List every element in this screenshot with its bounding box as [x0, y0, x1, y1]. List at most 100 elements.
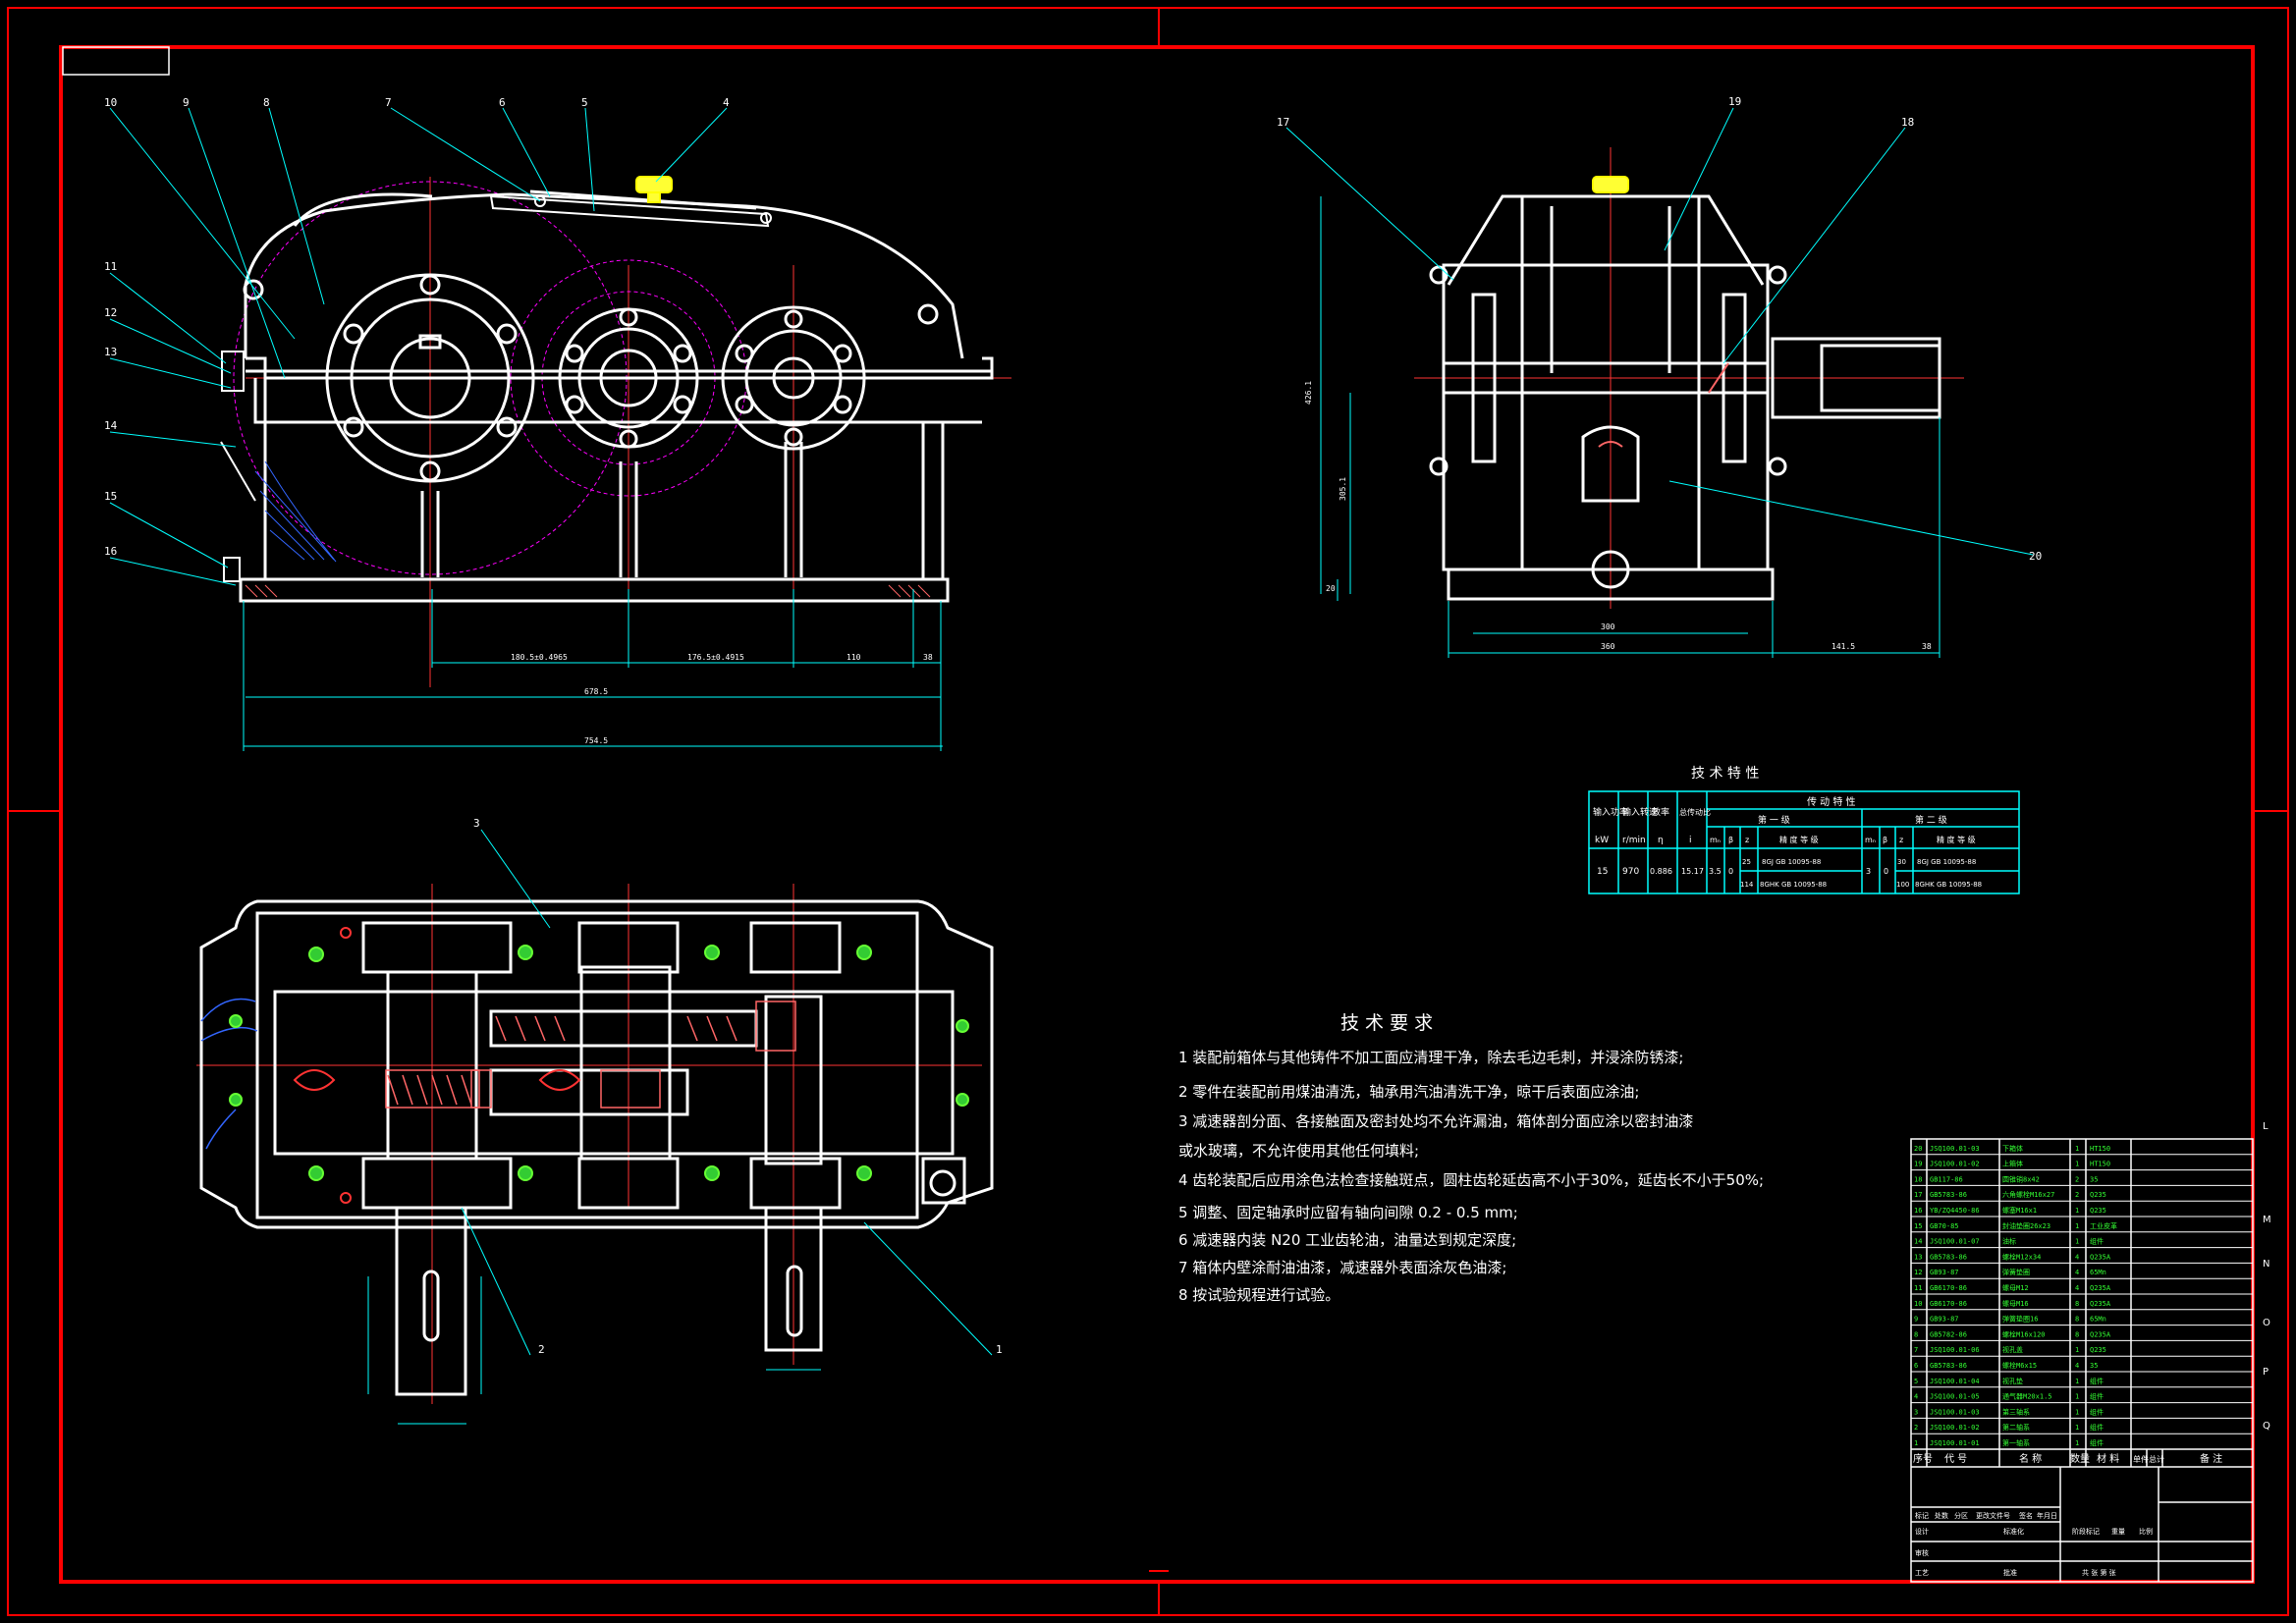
- bom-cell: 组件: [2090, 1392, 2104, 1401]
- bom-cell: 螺栓M6x15: [2002, 1361, 2037, 1370]
- bom-cell: GB5783-86: [1930, 1191, 1967, 1199]
- part-label: 7: [385, 96, 392, 109]
- part-label: 9: [183, 96, 190, 109]
- dimension-text: 38: [923, 653, 933, 662]
- bom-cell: 组件: [2090, 1423, 2104, 1432]
- front-view-part-labels: 10 9 8 7 6 5 4 11 12 13 14 15 16: [104, 96, 730, 558]
- part-label: 20: [2029, 550, 2042, 563]
- bom-cell: 4: [2075, 1253, 2079, 1261]
- bom-cell: 组件: [2090, 1237, 2104, 1246]
- bom-cell: 8: [1914, 1330, 1918, 1338]
- spec-subheader: z: [1899, 836, 1903, 844]
- spec-subheader: z: [1745, 836, 1749, 844]
- bom-cell: 1: [2075, 1161, 2079, 1168]
- spec-value: 0: [1728, 867, 1733, 876]
- bom-cell: 1: [2075, 1424, 2079, 1432]
- part-label: 5: [581, 96, 588, 109]
- zone-mark: Q: [2263, 1421, 2270, 1432]
- tech-req-item: 2 零件在装配前用煤油清洗，轴承用汽油清洗干净，晾干后表面应涂油;: [1178, 1083, 1639, 1101]
- bom-cell: 下箱体: [2002, 1144, 2023, 1153]
- bom-header-cell: 材 料: [2097, 1452, 2119, 1465]
- spec-header: 总传动比: [1679, 807, 1711, 817]
- bom-cell: 组件: [2090, 1438, 2104, 1447]
- bom-cell: 油标: [2002, 1237, 2016, 1246]
- spec-value: 8GHK GB 10095-88: [1760, 881, 1827, 889]
- side-view-dimensions: 426.1 305.1 20 300 360 141.5 38: [1304, 381, 1932, 651]
- spec-unit: η: [1658, 836, 1664, 845]
- corner-stamp-box: [62, 46, 170, 76]
- bom-cell: 上箱体: [2002, 1160, 2023, 1168]
- spec-header: 输入转速: [1622, 806, 1658, 818]
- bom-cell: GB70-85: [1930, 1222, 1959, 1230]
- bom-cell: 11: [1914, 1284, 1922, 1292]
- tech-req-item: 4 齿轮装配后应用涂色法检查接触斑点，圆柱齿轮延齿高不小于30%，延齿长不小于5…: [1178, 1171, 1764, 1189]
- bom-cell: 1: [1914, 1439, 1918, 1447]
- part-label: 12: [104, 306, 117, 319]
- spec-value: 3: [1866, 867, 1871, 876]
- bom-cell: GB117-86: [1930, 1175, 1963, 1183]
- bom-cell: Q235A: [2090, 1284, 2111, 1292]
- bom-cell: 1: [2075, 1222, 2079, 1230]
- spec-value: 970: [1622, 867, 1639, 877]
- bom-header: 序号 代 号 名 称 数量 材 料 单件 总计 备 注: [1913, 1452, 2222, 1465]
- spec-value: 25: [1742, 858, 1751, 866]
- bom-cell: GB5783-86: [1930, 1362, 1967, 1370]
- bom-cell: 65Mn: [2090, 1269, 2106, 1276]
- bom-cell: GB5782-86: [1930, 1330, 1967, 1338]
- bom-cell: 1: [2075, 1207, 2079, 1215]
- spec-header: 输入功率: [1593, 806, 1628, 818]
- side-view-part-labels: 17 19 18 20: [1277, 95, 2042, 563]
- part-label: 6: [499, 96, 506, 109]
- part-label: 11: [104, 260, 117, 273]
- spec-value: 100: [1896, 881, 1909, 889]
- bom-cell: Q235A: [2090, 1253, 2111, 1261]
- bom-cell: 35: [2090, 1175, 2098, 1183]
- dimension-text: 360: [1601, 642, 1615, 651]
- bom-cell: 组件: [2090, 1377, 2104, 1385]
- tech-requirements: 技 术 要 求 1 装配前箱体与其他铸件不加工面应清理干净，除去毛边毛刺，并浸涂…: [1178, 1012, 1764, 1304]
- bom-cell: 65Mn: [2090, 1316, 2106, 1324]
- bom-cell: 4: [1914, 1393, 1918, 1401]
- spec-header: 传 动 特 性: [1807, 795, 1856, 808]
- bom-header-cell: 名 称: [2019, 1452, 2042, 1465]
- spec-subheader: β: [1883, 836, 1887, 844]
- bom-cell: Q235A: [2090, 1330, 2111, 1338]
- spec-value: 8GHK GB 10095-88: [1915, 881, 1982, 889]
- bom-header-cell: 总计: [2149, 1454, 2164, 1464]
- front-view: 10 9 8 7 6 5 4 11 12 13 14 15 16 180.5±0…: [104, 96, 1011, 751]
- tech-req-title: 技 术 要 求: [1340, 1012, 1433, 1034]
- dimension-text: 141.5: [1831, 642, 1855, 651]
- bom-cell: 1: [2075, 1145, 2079, 1153]
- bom-cell: 螺母M12: [2002, 1283, 2029, 1292]
- dimension-text: 38: [1922, 642, 1932, 651]
- bom-cell: 封油垫圈26x23: [2002, 1221, 2050, 1230]
- spec-subheader: β: [1728, 836, 1733, 844]
- spec-subheader: 精 度 等 级: [1779, 835, 1819, 844]
- bom-cell: 螺塞M16x1: [2002, 1206, 2037, 1215]
- bom-cell: 第三轴系: [2002, 1407, 2030, 1416]
- bom-cell: JSQ100.01-04: [1930, 1378, 1980, 1385]
- bom-cell: GB93-87: [1930, 1316, 1959, 1324]
- tech-req-item: 7 箱体内壁涂耐油油漆，减速器外表面涂灰色油漆;: [1178, 1259, 1506, 1276]
- title-cell: 年月日: [2037, 1511, 2057, 1520]
- part-label: 1: [996, 1343, 1003, 1356]
- part-label: 15: [104, 490, 117, 503]
- part-label: 18: [1901, 116, 1914, 129]
- tech-req-item: 6 减速器内装 N20 工业齿轮油，油量达到规定深度;: [1178, 1231, 1516, 1249]
- zone-marks: L M N O P Q: [2263, 1121, 2271, 1432]
- bom-cell: 8: [2075, 1330, 2079, 1338]
- bom-cell: Q235: [2090, 1346, 2106, 1354]
- bom-cell: 2: [2075, 1175, 2079, 1183]
- tech-spec-table: 技 术 特 性 输入功率 输入转速 效率 总传动比 传 动 特 性 kW r/m…: [1588, 766, 2020, 894]
- bom-cell: 弹簧垫圈16: [2002, 1315, 2038, 1324]
- bom-cell: 17: [1914, 1191, 1922, 1199]
- zone-mark: L: [2263, 1121, 2269, 1132]
- top-view: 3 2 1: [196, 817, 1003, 1425]
- title-cell: 阶段标记: [2072, 1527, 2100, 1536]
- spec-subheader: mₙ: [1865, 836, 1876, 844]
- title-cell: 设计: [1915, 1527, 1929, 1536]
- top-view-part-labels: 3 2 1: [473, 817, 1003, 1356]
